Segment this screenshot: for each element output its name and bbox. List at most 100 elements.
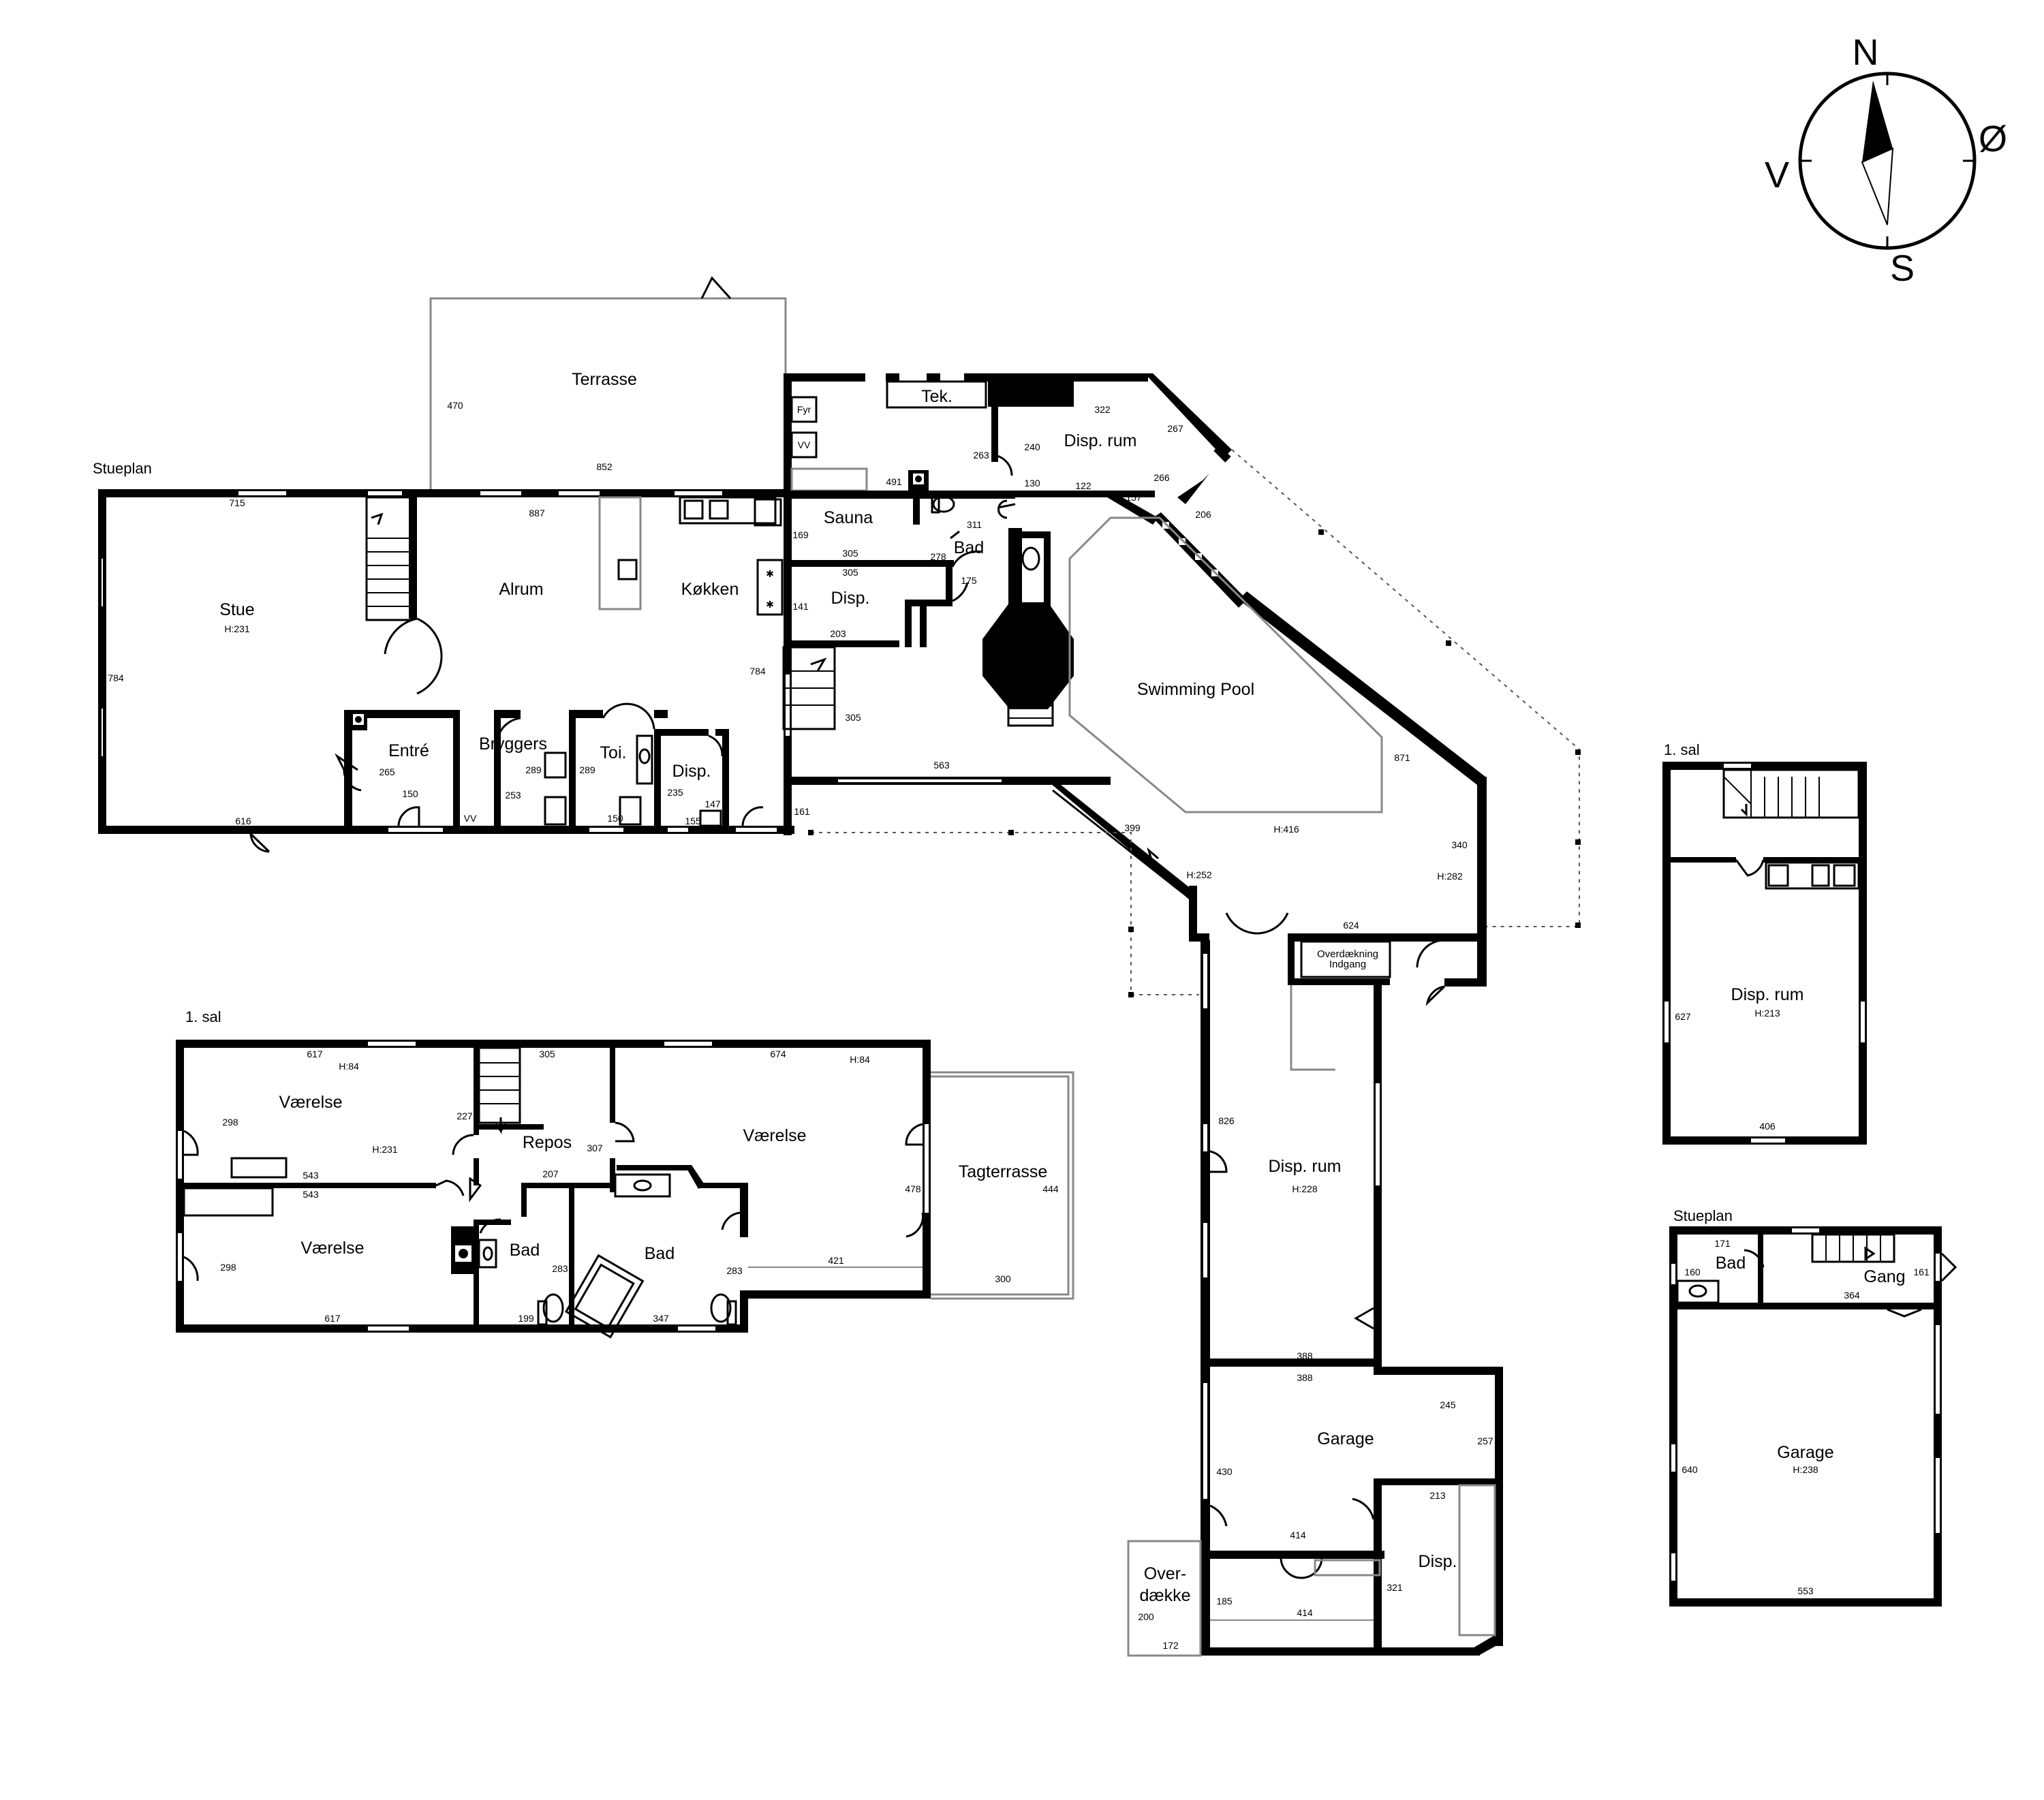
dimension-labels: 470 852 715 887 784 784 616 265 150 289 … [108, 400, 1930, 1651]
hob-icon: ✱ [766, 599, 774, 610]
dim: 887 [529, 508, 545, 518]
dim: 175 [961, 575, 977, 586]
dim: 470 [447, 400, 463, 411]
room-vaerelse-1: Værelse [279, 1093, 342, 1112]
first-floor-annex [1662, 762, 1867, 1145]
dim: 364 [1844, 1290, 1860, 1301]
room-labels: Terrasse Stue H:231 Alrum Køkken Entré B… [219, 370, 1905, 1605]
dim: 265 [379, 766, 395, 777]
room-gang: Gang [1863, 1267, 1905, 1286]
room-vaerelse-1-height-2: H:231 [372, 1144, 398, 1155]
dim: 399 [1124, 822, 1141, 833]
label-h282: H:282 [1437, 871, 1463, 882]
plan-label-first-annex: 1. sal [1664, 741, 1700, 758]
compass-n: N [1853, 32, 1879, 73]
room-alrum: Alrum [499, 580, 543, 599]
dim: 322 [1094, 404, 1111, 415]
dim: 491 [886, 476, 902, 487]
dim: 263 [973, 450, 989, 461]
room-bad-annex: Bad [1716, 1254, 1746, 1273]
label-overdaekning: Overdækning [1317, 948, 1378, 960]
dim: 203 [830, 628, 846, 639]
dim: 169 [792, 529, 809, 540]
compass-s: S [1890, 248, 1915, 289]
dim: 172 [1162, 1640, 1179, 1651]
dim: 122 [1075, 480, 1091, 491]
dim: 267 [1167, 423, 1183, 434]
dim: 240 [1024, 441, 1040, 452]
ground-floor-main: ✱ ✱ [98, 276, 1581, 1657]
dim: 150 [402, 788, 418, 799]
dim: 421 [828, 1255, 844, 1266]
dim: 307 [587, 1143, 603, 1153]
dim: 784 [749, 666, 766, 677]
compass-w: V [1765, 155, 1789, 196]
dim: 300 [995, 1273, 1011, 1284]
dim: 141 [792, 601, 809, 612]
dim: 235 [667, 787, 683, 798]
dim: 543 [303, 1170, 319, 1181]
label-vv2: VV [464, 813, 477, 824]
room-stue: Stue [219, 600, 254, 619]
room-vaerelse-3-height: H:84 [850, 1054, 870, 1065]
label-vv: VV [798, 439, 811, 450]
dim: 305 [845, 712, 861, 723]
room-entre: Entré [388, 741, 429, 760]
room-disp-small: Disp. [672, 762, 711, 781]
label-indgang: Indgang [1329, 959, 1366, 970]
dim: 185 [1216, 1596, 1233, 1607]
dim: 213 [1429, 1490, 1446, 1501]
room-pool: Swimming Pool [1137, 680, 1254, 699]
dim: 147 [704, 798, 721, 809]
label-h252: H:252 [1186, 869, 1212, 880]
dim: 298 [220, 1262, 236, 1273]
room-spa: Spa [1011, 614, 1042, 633]
compass-e: Ø [1979, 119, 2007, 159]
room-stue-height: H:231 [224, 623, 250, 634]
room-garage-main: Garage [1317, 1429, 1374, 1448]
dim: 266 [1153, 472, 1170, 483]
label-daekket: dække [1139, 1586, 1190, 1605]
dim: 826 [1218, 1115, 1235, 1126]
dim: 305 [539, 1049, 555, 1059]
dim: 640 [1682, 1464, 1698, 1475]
dim: 414 [1297, 1607, 1313, 1618]
dim: 305 [842, 567, 858, 578]
dim: 160 [1684, 1267, 1701, 1277]
room-sauna: Sauna [824, 508, 873, 527]
dim: 283 [552, 1263, 568, 1274]
dim: 200 [1138, 1611, 1154, 1622]
dim: 253 [505, 790, 521, 801]
room-garage-annex-height: H:238 [1793, 1464, 1818, 1475]
dim: 257 [1477, 1436, 1493, 1446]
dim: 627 [1675, 1011, 1691, 1022]
dim: 388 [1297, 1372, 1313, 1383]
room-disp-rum-annex: Disp. rum [1731, 985, 1804, 1004]
first-floor-main [176, 1040, 1074, 1339]
room-disp-rum-annex-height: H:213 [1754, 1008, 1780, 1019]
room-kokken: Køkken [681, 580, 739, 599]
compass-needle-south-icon [1861, 147, 1894, 226]
dim: 617 [324, 1313, 341, 1324]
dim: 414 [1290, 1530, 1306, 1540]
room-tagterrasse: Tagterrasse [959, 1162, 1048, 1181]
room-bad-top: Bad [954, 538, 984, 557]
ground-floor-annex [1669, 1226, 1957, 1607]
room-bad-2: Bad [645, 1244, 675, 1263]
dim: 616 [235, 816, 251, 826]
dim: 388 [1297, 1350, 1313, 1361]
plan-label-first-main: 1. sal [185, 1008, 221, 1025]
dim: 283 [726, 1265, 743, 1276]
room-bryggers: Bryggers [479, 734, 547, 754]
room-repos: Repos [523, 1133, 572, 1152]
room-garage-annex: Garage [1777, 1443, 1833, 1462]
dim: 130 [1024, 478, 1040, 488]
dim: 171 [1714, 1238, 1731, 1249]
plan-label-ground-annex: Stueplan [1673, 1207, 1733, 1224]
room-disp-garage: Disp. [1419, 1552, 1457, 1571]
hob-icon: ✱ [766, 568, 774, 579]
room-disp-rum-top: Disp. rum [1064, 431, 1137, 450]
dim: 161 [794, 806, 810, 817]
dim: 340 [1451, 839, 1468, 850]
